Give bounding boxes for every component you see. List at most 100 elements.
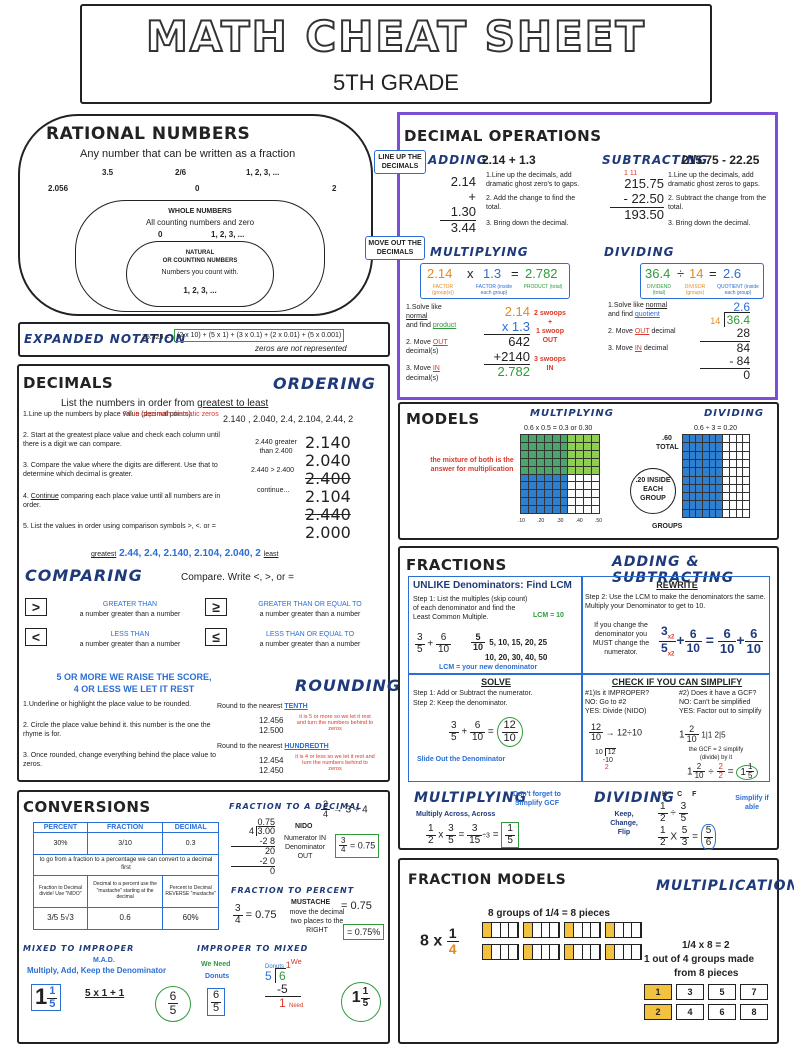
round-2-r: 12.450: [259, 766, 284, 776]
decimals-steps: 1.Line up the numbers by place value (de…: [23, 410, 223, 531]
mult-step-2c: decimal(s): [406, 348, 439, 356]
mult-step-2: 2. Move: [406, 339, 431, 347]
mult-label-2: FACTOR (inside each group): [475, 284, 513, 296]
grid-cell: [528, 498, 536, 506]
grid-cell: [544, 482, 552, 490]
q2: #2) Does it have a GCF?: [679, 690, 757, 697]
grid-cell: [584, 466, 592, 474]
div-step-3b: IN: [634, 345, 642, 353]
mult-step-1c: and find: [406, 322, 431, 330]
grid-cell: [743, 484, 749, 493]
grid-cell: [683, 468, 689, 476]
div-step-3c: decimal: [643, 345, 668, 353]
mult-swoop-1: 2 swoops: [534, 310, 566, 317]
dec-step-1b: Fill in gaps with dramatic zeros: [123, 411, 219, 419]
dec-stack-5: 2.440: [305, 504, 351, 524]
fraction-piece: [550, 945, 559, 959]
cmp-t1-2: GREATER THAN OR EQUAL TO: [258, 601, 362, 608]
grid-cell: [729, 443, 736, 451]
div-step-3: 3. Move: [608, 345, 633, 353]
i2m-work: Donuts 1We 5 6 -5 1 Need: [265, 957, 304, 1010]
m2i-work: 5 x 1 + 1: [85, 988, 125, 999]
grid-cell: [723, 476, 729, 484]
grid-cell: [716, 435, 723, 443]
conv-sv1: 3/5: [47, 912, 59, 922]
div-work-n: 36.4: [723, 312, 750, 328]
adding-r: 3.44: [450, 219, 476, 235]
fractions-box: FRACTIONS ADDING & SUBTRACTING UNLIKE De…: [398, 546, 779, 850]
round-2-b: HUNDREDTH: [284, 743, 329, 750]
grid-cell: [576, 482, 584, 490]
i2m-title: IMPROPER TO MIXED: [197, 944, 309, 953]
rounding-steps: 1.Underline or highlight the place value…: [23, 700, 219, 769]
grid-cell: [536, 490, 544, 498]
grid-cell: [568, 482, 576, 490]
dec-note-2: 2.440 > 2.400: [251, 467, 295, 474]
rational-def: Any number that can be written as a frac…: [80, 148, 296, 160]
frac-div-t: Keep, Change, Flip: [610, 811, 638, 837]
round-2-t: Round to the nearest: [217, 743, 283, 750]
div-work-s3: - 84: [700, 354, 750, 369]
cmp-t1-1: GREATER THAN: [102, 601, 158, 608]
div-eq-x: ÷: [677, 266, 685, 281]
dec-step-4c: comparing each place value until all num…: [23, 492, 221, 509]
frac-mult-title: MULTIPLYING: [414, 790, 528, 806]
decimals-task-em: greatest to least: [197, 398, 269, 409]
grid-cell: [544, 466, 552, 474]
grid-cell: [552, 450, 560, 458]
grid-cell: [703, 459, 709, 468]
div-work-d: 14: [710, 316, 721, 327]
grid-cell: [521, 442, 528, 450]
grid-cell: [560, 458, 568, 466]
moveout-tag: MOVE OUT THE DECIMALS: [365, 236, 425, 261]
grid-cell: [560, 435, 568, 442]
natural-box: NATURAL OR COUNTING NUMBERS Numbers you …: [126, 241, 274, 307]
whole-ex-2: 1, 2, 3, ...: [211, 230, 245, 239]
decimals-task: List the numbers in order from greatest …: [61, 398, 268, 409]
grid-cell: [576, 490, 584, 498]
natural-ex: 1, 2, 3, ...: [183, 286, 217, 295]
grid-cell: [703, 476, 709, 484]
mult-label-3: PRODUCT (total): [523, 284, 563, 290]
div-title: DIVIDING: [604, 245, 675, 259]
sub-carry: 1 11: [624, 170, 638, 177]
grid-cell: [552, 474, 560, 482]
dec-stack-4: 2.104: [305, 486, 351, 506]
conv-v2: 3/10: [86, 832, 164, 856]
grid-cell: [521, 482, 528, 490]
dec-least: least: [263, 551, 279, 558]
sub-b: - 22.50: [610, 191, 664, 208]
must-t: move the decimal two places to the RIGHT: [289, 909, 345, 935]
grid-cell: [528, 442, 536, 450]
models-mix: the mixture of both is the answer for mu…: [430, 457, 514, 474]
frac-mult-t: Multiply Across, Across: [416, 811, 496, 818]
grid-cell: [703, 451, 709, 459]
mult-eq-b: 1.3: [483, 266, 502, 281]
grid-cell: [584, 442, 592, 450]
grid-cell: [528, 458, 536, 466]
mult-work-d: +2140: [484, 349, 530, 366]
mult-work-a: 2.14: [504, 304, 530, 319]
mult-eq-box: 2.14 x 1.3 = 2.782 FACTOR (group(s)) FAC…: [420, 263, 570, 299]
grid-cell: [560, 490, 568, 498]
sub-title: SUBTRACTING: [602, 153, 709, 167]
grid-cell: [552, 466, 560, 474]
grid-cell: [592, 466, 599, 474]
grid-cell: [592, 482, 599, 490]
grid-cell: [592, 450, 599, 458]
grid-cell: [552, 506, 560, 513]
frac-kcf: KCF: [662, 790, 706, 799]
grid-cell: [552, 482, 560, 490]
fraction-piece: [509, 945, 518, 959]
conv-v1: 30%: [33, 832, 88, 856]
grid-cell: [536, 506, 544, 513]
dec-step-4: 4.: [23, 492, 29, 500]
adding-step-1: 1.Line up the decimals, add dramatic gho…: [486, 172, 580, 189]
grid-cell: [723, 493, 729, 501]
rational-ex-5: 0: [195, 184, 200, 193]
fraction-piece: [614, 945, 624, 959]
div-eq-box: 36.4 ÷ 14 = 2.6 DIVIDEND (total) DIVISOR…: [640, 263, 764, 299]
